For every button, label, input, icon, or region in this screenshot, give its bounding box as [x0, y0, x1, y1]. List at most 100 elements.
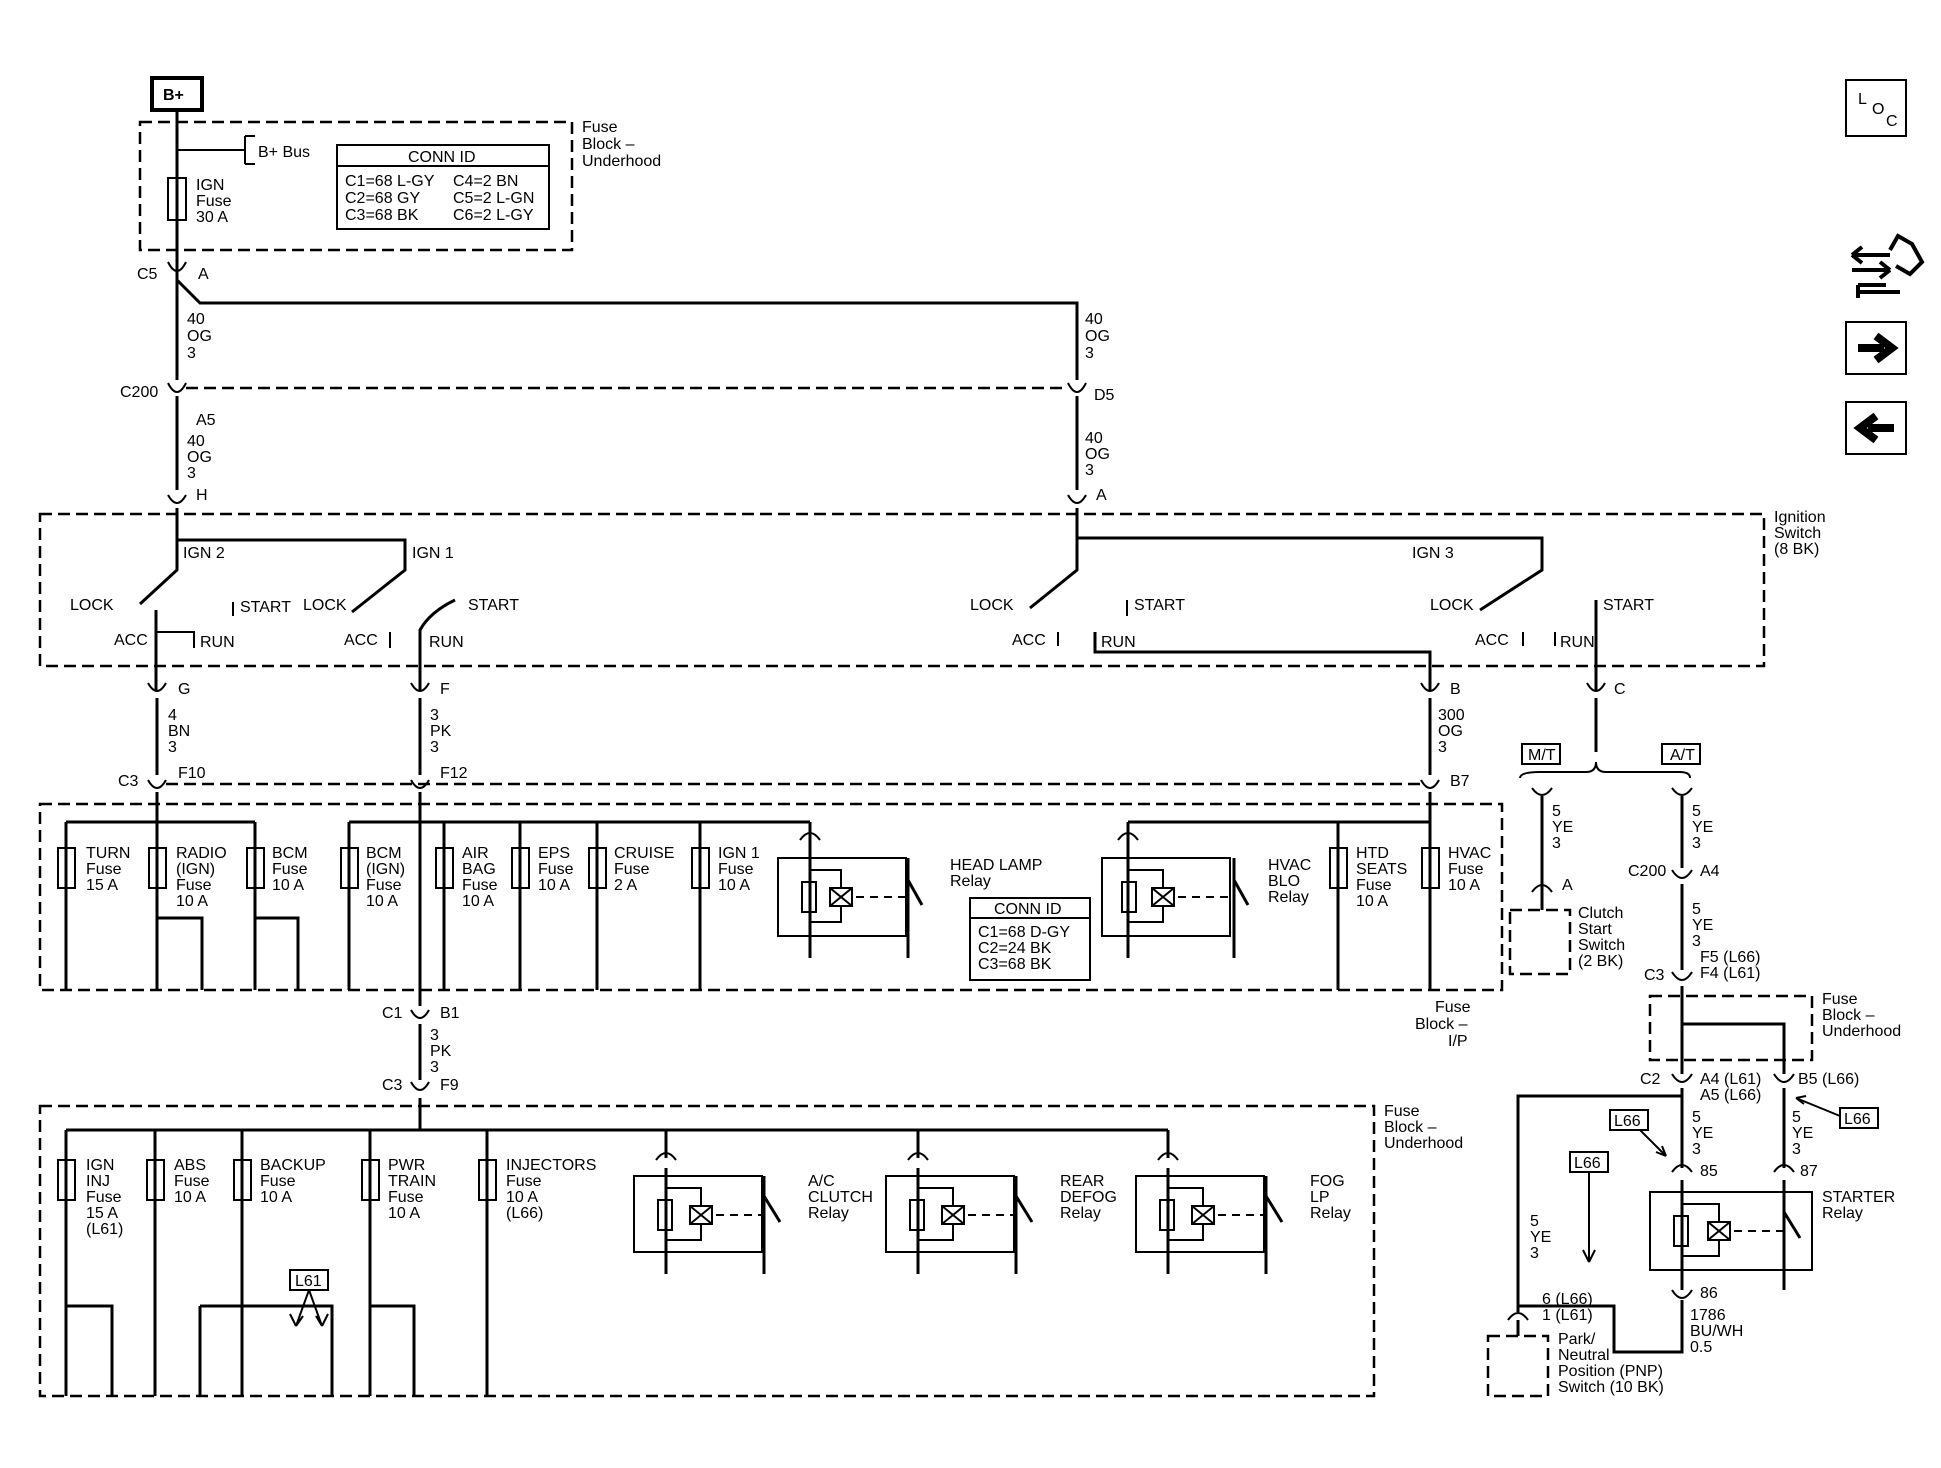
svg-text:START: START: [1134, 597, 1185, 614]
svg-text:AIR: AIR: [462, 845, 489, 862]
svg-text:Block –: Block –: [582, 136, 635, 153]
loc-letter-l: L: [1858, 91, 1867, 108]
svg-text:Relay: Relay: [1310, 1205, 1351, 1222]
svg-text:C1: C1: [382, 1005, 403, 1022]
svg-text:OG: OG: [187, 328, 212, 345]
svg-text:40: 40: [1085, 430, 1103, 447]
l61-option-tag: L61: [289, 1269, 329, 1327]
svg-text:RUN: RUN: [1101, 634, 1136, 651]
svg-text:YE: YE: [1792, 1125, 1813, 1142]
svg-text:6 (L66): 6 (L66): [1542, 1291, 1593, 1308]
svg-text:PK: PK: [430, 723, 452, 740]
svg-text:CRUISE: CRUISE: [614, 845, 674, 862]
svg-text:LOCK: LOCK: [1430, 597, 1474, 614]
svg-text:10 A: 10 A: [506, 1189, 538, 1206]
svg-text:INJECTORS: INJECTORS: [506, 1157, 596, 1174]
svg-text:87: 87: [1800, 1163, 1818, 1180]
svg-text:OG: OG: [187, 449, 212, 466]
svg-text:Fuse: Fuse: [506, 1173, 542, 1190]
loc-button[interactable]: L O C: [1845, 79, 1907, 137]
svg-text:Position (PNP): Position (PNP): [1558, 1363, 1663, 1380]
svg-text:Switch: Switch: [1578, 937, 1625, 954]
svg-text:C5=2 L-GN: C5=2 L-GN: [453, 190, 534, 207]
svg-text:BCM: BCM: [272, 845, 308, 862]
svg-text:10 A: 10 A: [388, 1205, 420, 1222]
svg-text:PWR: PWR: [388, 1157, 425, 1174]
svg-text:10 A: 10 A: [462, 893, 494, 910]
svg-text:30 A: 30 A: [196, 209, 228, 226]
svg-text:OG: OG: [1438, 723, 1463, 740]
svg-text:C3: C3: [118, 773, 139, 790]
svg-text:RADIO: RADIO: [176, 845, 227, 862]
svg-text:10 A: 10 A: [1356, 893, 1388, 910]
svg-text:300: 300: [1438, 707, 1465, 724]
svg-text:Fuse: Fuse: [176, 877, 212, 894]
svg-text:LOCK: LOCK: [303, 597, 347, 614]
component-info-icon[interactable]: [1850, 233, 1925, 298]
svg-text:Ignition: Ignition: [1774, 509, 1826, 526]
svg-text:BLO: BLO: [1268, 873, 1300, 890]
svg-text:A: A: [1096, 487, 1107, 504]
svg-text:BN: BN: [168, 723, 190, 740]
svg-text:Relay: Relay: [1822, 1205, 1863, 1222]
svg-text:L61: L61: [295, 1273, 322, 1290]
ign-fuse-30a: [167, 177, 187, 221]
svg-text:3: 3: [187, 465, 196, 482]
l66-option-tag-3: L66: [1569, 1151, 1609, 1263]
fuse-ign1: IGN 1 Fuse 10 A: [691, 845, 760, 894]
svg-text:L66: L66: [1614, 1113, 1641, 1130]
svg-text:EPS: EPS: [538, 845, 570, 862]
svg-text:5: 5: [1552, 803, 1561, 820]
b-plus-terminal: B+: [150, 76, 204, 112]
conn-id-table-ip: CONN ID C1=68 D-GY C2=24 BK C3=68 BK: [969, 897, 1091, 981]
relay-starter: STARTER Relay: [1649, 1180, 1895, 1290]
svg-text:IGN 1: IGN 1: [718, 845, 760, 862]
relay-head-lamp: HEAD LAMP Relay: [777, 832, 1042, 958]
svg-text:3: 3: [1792, 1141, 1801, 1158]
svg-text:D5: D5: [1094, 387, 1115, 404]
svg-text:STARTER: STARTER: [1822, 1189, 1895, 1206]
svg-text:Relay: Relay: [950, 873, 991, 890]
svg-text:(L66): (L66): [506, 1205, 543, 1222]
next-page-button[interactable]: [1845, 321, 1907, 375]
svg-text:A5: A5: [196, 412, 216, 429]
svg-text:DEFOG: DEFOG: [1060, 1189, 1117, 1206]
fuse-block-ip: Fuse Block – I/P TURN Fuse 15 A RADIO (I…: [38, 792, 1504, 1050]
pin-g: [147, 682, 167, 692]
svg-text:15 A: 15 A: [86, 1205, 118, 1222]
svg-text:Park/: Park/: [1558, 1331, 1596, 1348]
svg-text:A: A: [198, 266, 209, 283]
connector-c3-f9: [410, 1081, 430, 1091]
fuse-block-underhood-top: Fuse Block – Underhood B+ Bus IGN Fuse 3…: [138, 119, 661, 252]
svg-text:A5 (L66): A5 (L66): [1700, 1087, 1761, 1104]
svg-text:F9: F9: [440, 1077, 459, 1094]
svg-text:A/T: A/T: [1670, 747, 1695, 764]
svg-text:FOG: FOG: [1310, 1173, 1345, 1190]
prev-page-button[interactable]: [1845, 401, 1907, 455]
fuse-pwr-train: PWR TRAIN Fuse 10 A: [361, 1157, 436, 1222]
svg-text:10 A: 10 A: [176, 893, 208, 910]
loc-letter-o: O: [1872, 101, 1884, 118]
svg-text:B: B: [1450, 681, 1461, 698]
svg-text:15 A: 15 A: [86, 877, 118, 894]
svg-text:(2 BK): (2 BK): [1578, 953, 1623, 970]
svg-text:BCM: BCM: [366, 845, 402, 862]
svg-text:(IGN): (IGN): [366, 861, 405, 878]
svg-text:C3=68 BK: C3=68 BK: [978, 956, 1052, 973]
svg-text:F10: F10: [178, 765, 206, 782]
svg-text:I/P: I/P: [1448, 1033, 1468, 1050]
fuse-bcm-ign: BCM (IGN) Fuse 10 A: [340, 845, 405, 910]
conn-id-table-top: CONN ID C1=68 L-GY C2=68 GY C3=68 BK C4=…: [336, 144, 550, 230]
svg-text:F4 (L61): F4 (L61): [1700, 965, 1760, 982]
svg-text:A4 (L61): A4 (L61): [1700, 1071, 1761, 1088]
svg-text:Start: Start: [1578, 921, 1612, 938]
svg-text:OG: OG: [1085, 328, 1110, 345]
svg-text:ACC: ACC: [1012, 632, 1046, 649]
svg-text:CONN ID: CONN ID: [994, 901, 1062, 918]
svg-text:Fuse: Fuse: [174, 1173, 210, 1190]
svg-text:3: 3: [1692, 933, 1701, 950]
fuse-eps: EPS Fuse 10 A: [511, 845, 574, 894]
svg-text:BAG: BAG: [462, 861, 496, 878]
svg-text:H: H: [196, 487, 208, 504]
svg-text:10 A: 10 A: [718, 877, 750, 894]
